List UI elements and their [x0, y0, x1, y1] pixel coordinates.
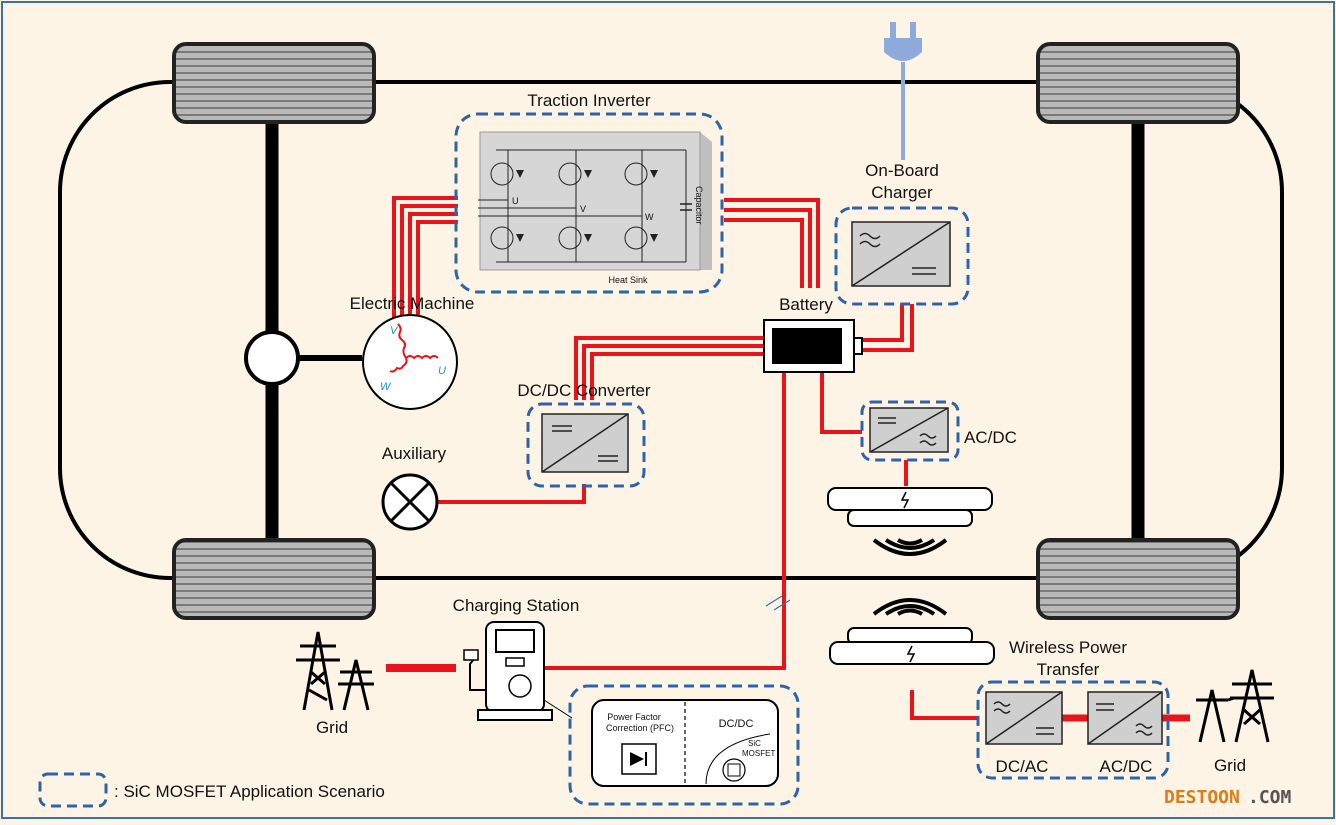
wheel-rear-top — [1036, 42, 1240, 124]
plug-icon — [884, 22, 922, 160]
wheel-front-top — [172, 42, 376, 124]
watermark-suffix: .COM — [1248, 787, 1292, 808]
grid-right-label: Grid — [1214, 756, 1246, 775]
phase-u-label: U — [512, 196, 519, 206]
auxiliary-label: Auxiliary — [382, 444, 447, 463]
battery-label: Battery — [779, 295, 833, 314]
wireless-receiver-coil — [827, 487, 993, 527]
capacitor-label: Capacitor — [694, 186, 704, 225]
phase-w-label: W — [645, 212, 654, 222]
electric-machine-label: Electric Machine — [350, 294, 475, 313]
legend-label: : SiC MOSFET Application Scenario — [114, 782, 385, 801]
obc-label-line2: Charger — [871, 183, 933, 202]
charging-station-icon — [463, 621, 573, 721]
dcdc-converter-box — [526, 402, 646, 488]
wpt-acdc-label: AC/DC — [1100, 757, 1153, 776]
wireless-label-line1: Wireless Power — [1009, 638, 1127, 657]
wireless-label-line2: Transfer — [1037, 660, 1100, 679]
station-dcdc-label: DC/DC — [719, 718, 754, 730]
power-lines — [392, 196, 978, 720]
wheel-front-bottom — [172, 538, 376, 620]
battery-icon — [763, 319, 863, 373]
obc-box — [834, 206, 970, 306]
grid-tower-icon-left — [296, 631, 374, 711]
wpt-dcac-icon — [985, 691, 1063, 745]
obc-label-line1: On-Board — [865, 161, 939, 180]
traction-inverter-box — [454, 112, 724, 294]
phase-v-label: V — [580, 204, 586, 214]
svg-text:W: W — [380, 381, 392, 393]
auxiliary-lamp-icon — [381, 473, 439, 531]
line-break-mark — [765, 595, 791, 611]
inverter-heat-sink: U V W Capacitor Heat Sink — [478, 131, 712, 285]
wireless-transmitter-coil — [829, 627, 995, 665]
charging-station-detail-box — [568, 684, 800, 806]
grid-tower-icon-right — [1196, 669, 1274, 743]
watermark-main: DESTOON — [1164, 787, 1240, 808]
acdc-label: AC/DC — [964, 428, 1017, 447]
wpt-dcac-label: DC/AC — [996, 757, 1049, 776]
grid-left-label: Grid — [316, 718, 348, 737]
sic-mosfet-icon — [722, 758, 746, 782]
legend-swatch — [38, 772, 108, 808]
pfc-label-line2: Correction (PFC) — [606, 723, 674, 733]
heat-sink-label: Heat Sink — [608, 275, 648, 285]
obc-converter — [851, 221, 951, 287]
traction-inverter-label: Traction Inverter — [527, 91, 650, 110]
wpt-box — [976, 680, 1170, 780]
sic-label-line2: MOSFET — [742, 749, 775, 758]
sic-label-line1: SiC — [748, 739, 761, 748]
wpt-acdc-icon — [1087, 691, 1163, 745]
svg-text:U: U — [438, 365, 446, 377]
svg-text:V: V — [390, 325, 399, 337]
wireless-field-icon — [872, 538, 948, 616]
sic-region-arc — [705, 733, 771, 785]
acdc-box — [860, 400, 960, 462]
dcdc-converter-icon — [541, 413, 629, 473]
pfc-label-line1: Power Factor — [607, 712, 661, 722]
acdc-converter-icon — [869, 407, 949, 453]
differential — [244, 330, 300, 386]
electric-machine-icon: V U W — [362, 314, 458, 410]
dcdc-converter-label: DC/DC Converter — [517, 381, 651, 400]
wheel-rear-bottom — [1036, 538, 1240, 620]
charging-station-label: Charging Station — [453, 596, 580, 615]
diode-icon — [621, 743, 657, 775]
vehicle-chassis — [58, 80, 1284, 580]
